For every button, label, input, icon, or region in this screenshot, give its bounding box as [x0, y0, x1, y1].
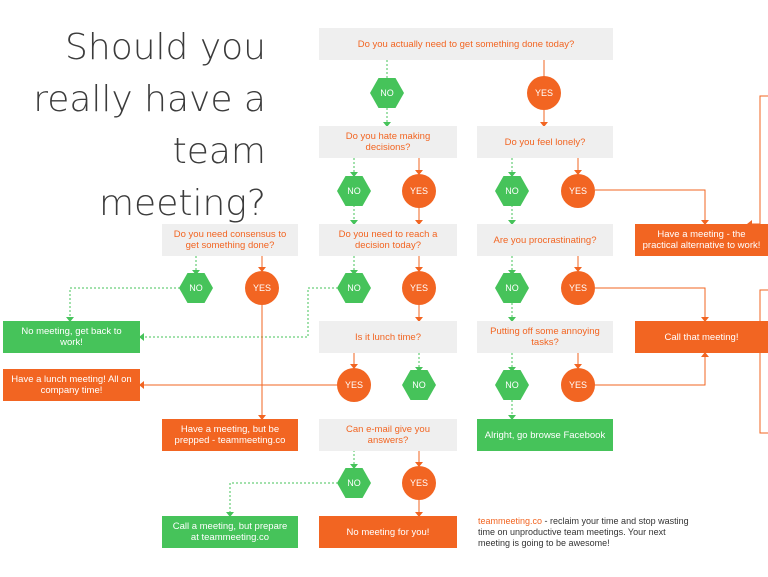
result-no-meeting-for-you: No meeting for you! [319, 516, 457, 548]
yes-node: YES [527, 76, 561, 110]
footer-note: teammeeting.co - reclaim your time and s… [478, 516, 698, 549]
result-call-prepare: Call a meeting, but prepare at teammeeti… [162, 516, 298, 548]
question-hate-decisions: Do you hate making decisions? [319, 126, 457, 158]
title-line: Should you [65, 27, 266, 68]
yes-node: YES [402, 271, 436, 305]
result-browse-facebook: Alright, go browse Facebook [477, 419, 613, 451]
result-call-meeting: Call that meeting! [635, 321, 768, 353]
yes-node: YES [337, 368, 371, 402]
question-email: Can e-mail give you answers? [319, 419, 457, 451]
title-line: team meeting? [98, 131, 266, 224]
question-consensus: Do you need consensus to get something d… [162, 224, 298, 256]
title-line: really have a [33, 79, 266, 120]
footer-text: - reclaim your time and stop wasting tim… [478, 516, 689, 548]
question-lunch-time: Is it lunch time? [319, 321, 457, 353]
brand-link[interactable]: teammeeting.co [478, 516, 543, 526]
question-reach-decision: Do you need to reach a decision today? [319, 224, 457, 256]
question-get-done: Do you actually need to get something do… [319, 28, 613, 60]
yes-node: YES [561, 174, 595, 208]
yes-node: YES [561, 271, 595, 305]
question-lonely: Do you feel lonely? [477, 126, 613, 158]
result-lunch-meeting: Have a lunch meeting! All on company tim… [3, 369, 140, 401]
result-practical-alternative: Have a meeting - the practical alternati… [635, 224, 768, 256]
yes-node: YES [245, 271, 279, 305]
yes-node: YES [402, 466, 436, 500]
page-title: Should you really have a team meeting? [0, 22, 266, 230]
question-putting-off: Putting off some annoying tasks? [477, 321, 613, 353]
result-prepped-meeting: Have a meeting, but be prepped - teammee… [162, 419, 298, 451]
result-no-meeting-work: No meeting, get back to work! [3, 321, 140, 353]
yes-node: YES [561, 368, 595, 402]
yes-node: YES [402, 174, 436, 208]
question-procrastinating: Are you procrastinating? [477, 224, 613, 256]
no-node: NO [179, 273, 213, 303]
